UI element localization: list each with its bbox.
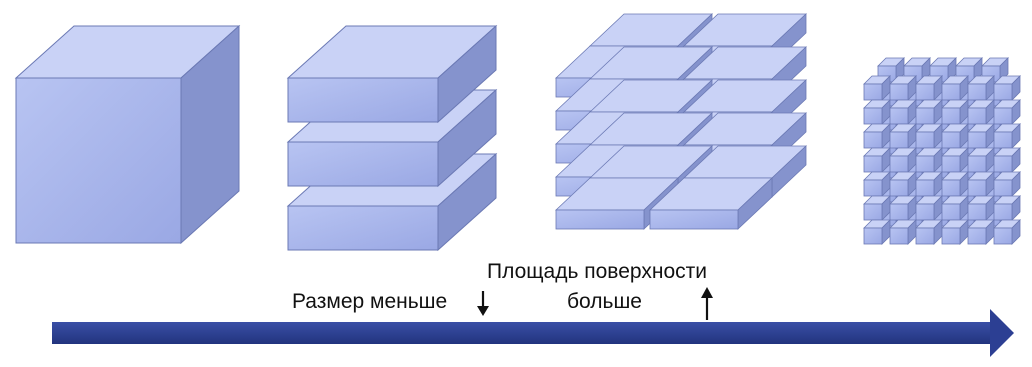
tiny-cube <box>967 171 995 197</box>
stage-4-cube-grid <box>863 57 1021 245</box>
stage-2-slabs <box>286 24 498 252</box>
tiny-cube <box>863 75 891 101</box>
tiny-cube <box>941 123 969 149</box>
tiny-cube <box>915 147 943 173</box>
tiny-cube <box>863 99 891 125</box>
tiny-cube <box>915 75 943 101</box>
tiny-cube <box>941 99 969 125</box>
surface-area-label-line2: больше <box>567 290 642 313</box>
tiny-cube <box>889 219 917 245</box>
tiny-cube <box>993 75 1021 101</box>
tiny-cube <box>941 195 969 221</box>
size-smaller-label: Размер меньше <box>292 290 448 313</box>
tiny-cube <box>967 147 995 173</box>
tiny-cube <box>941 171 969 197</box>
tiny-cube <box>863 123 891 149</box>
tiny-cube <box>993 171 1021 197</box>
tiny-cube <box>993 99 1021 125</box>
tiny-cube <box>967 195 995 221</box>
tiny-cube <box>993 219 1021 245</box>
small-slab <box>648 177 774 230</box>
arrow-up-icon <box>701 287 713 320</box>
tiny-cube <box>889 147 917 173</box>
tiny-cube <box>915 195 943 221</box>
tiny-cube <box>915 123 943 149</box>
tiny-cube <box>863 195 891 221</box>
tiny-cube <box>915 171 943 197</box>
tiny-cube <box>889 99 917 125</box>
tiny-cube <box>889 171 917 197</box>
tiny-cube <box>889 195 917 221</box>
stage-3-slab-grid <box>554 13 808 230</box>
surface-area-label-line1: Площадь поверхности <box>487 260 707 283</box>
tiny-cube <box>863 147 891 173</box>
tiny-cube <box>941 147 969 173</box>
stage-1-cube <box>14 24 241 245</box>
slab <box>286 24 498 124</box>
tiny-cube <box>889 75 917 101</box>
tiny-cube <box>915 219 943 245</box>
tiny-cube <box>993 123 1021 149</box>
tiny-cube <box>915 99 943 125</box>
tiny-cube <box>967 75 995 101</box>
tiny-cube <box>967 99 995 125</box>
tiny-cube <box>993 195 1021 221</box>
tiny-cube <box>863 171 891 197</box>
arrow-right-icon <box>52 309 1014 357</box>
arrow-down-icon <box>477 291 489 316</box>
tiny-cube <box>941 219 969 245</box>
tiny-cube <box>993 147 1021 173</box>
tiny-cube <box>967 219 995 245</box>
tiny-cube <box>941 75 969 101</box>
cube-front-face <box>15 77 182 244</box>
tiny-cube <box>863 219 891 245</box>
tiny-cube <box>889 123 917 149</box>
tiny-cube <box>967 123 995 149</box>
